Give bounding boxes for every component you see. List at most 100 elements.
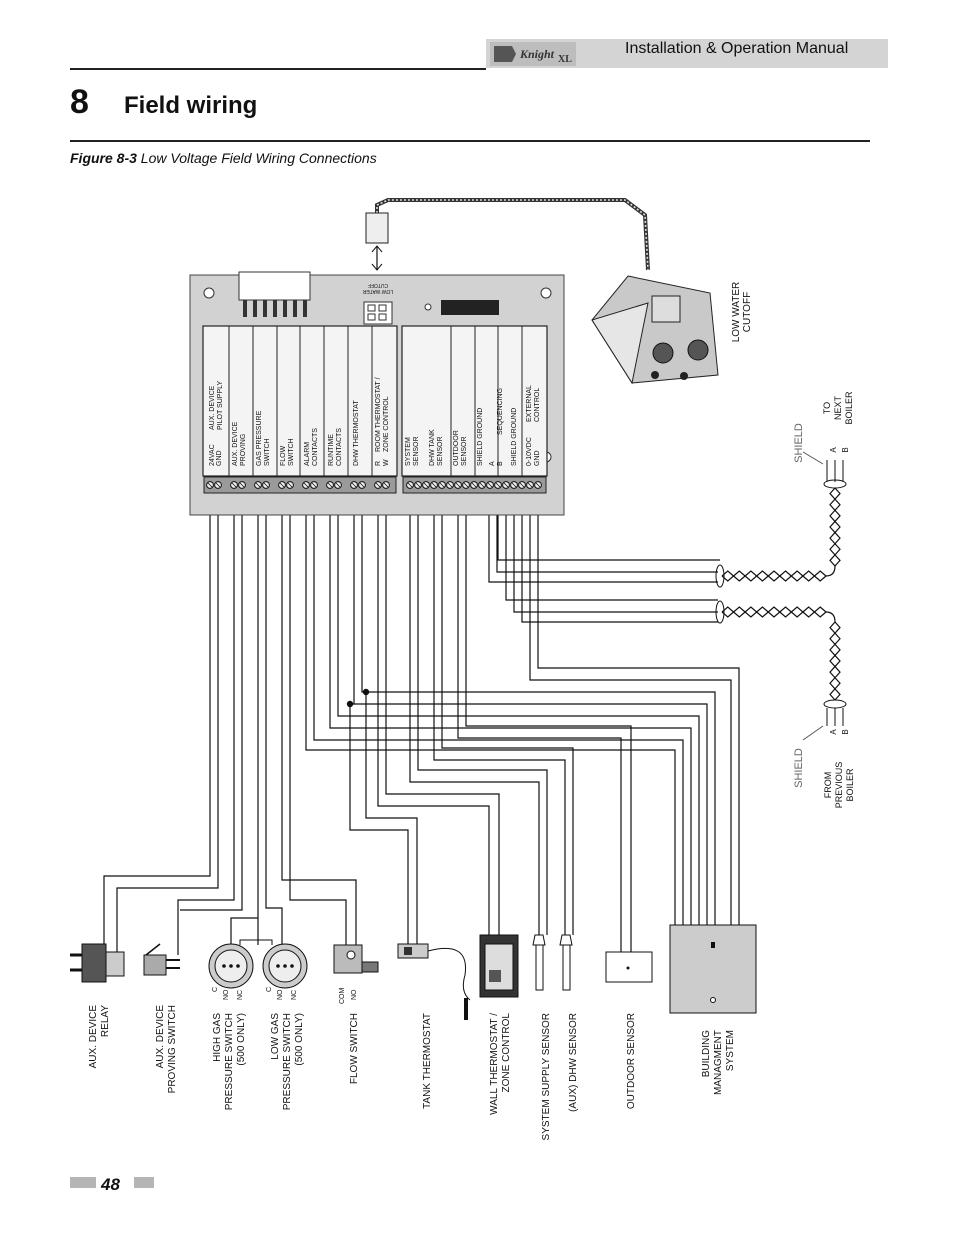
screw-slot xyxy=(535,482,541,488)
terminal-label: SHIELD GROUND xyxy=(511,408,518,466)
switch-contact xyxy=(229,964,233,968)
screw-slot xyxy=(383,482,389,488)
screw-slot xyxy=(303,482,309,488)
shield-leader xyxy=(802,725,824,741)
device-label-4: FLOW SWITCH xyxy=(349,1013,360,1084)
terminal-nc-label: NC xyxy=(237,990,244,1000)
screw-slot xyxy=(327,482,333,488)
outdoor-sensor-dot xyxy=(626,966,630,970)
wire xyxy=(313,491,684,925)
device-label-5: TANK THERMOSTAT xyxy=(422,1013,433,1109)
wire xyxy=(529,491,732,925)
lwco-label: CUTOFF xyxy=(742,292,753,332)
lwco-plug-end xyxy=(365,212,389,244)
lwco-label: LOW WATER xyxy=(731,282,742,343)
connector-pin xyxy=(253,300,257,317)
svg-text:XL: XL xyxy=(558,54,572,65)
terminal-label: OUTDOOR xyxy=(453,430,460,466)
terminal-label: RUNTIME xyxy=(328,434,335,466)
mount-hole xyxy=(540,287,552,299)
figure-caption: Figure 8-3 Low Voltage Field Wiring Conn… xyxy=(70,150,377,166)
wire xyxy=(417,491,548,935)
device-label-2: HIGH GAS xyxy=(212,1013,223,1062)
header-connector xyxy=(238,271,311,301)
screw-slot xyxy=(519,482,525,488)
section-rule xyxy=(70,140,870,142)
to-next-boiler-label: NEXT xyxy=(833,396,843,421)
sensor-probe xyxy=(535,944,544,991)
screw-slot xyxy=(359,482,365,488)
wire xyxy=(409,491,540,935)
device-label-9: OUTDOOR SENSOR xyxy=(626,1013,637,1109)
screw-slot xyxy=(455,482,461,488)
shield-sleeve xyxy=(715,600,725,624)
screw-slot xyxy=(215,482,221,488)
terminal-label: CONTACTS xyxy=(336,428,343,466)
terminal-label: W xyxy=(383,459,390,466)
lwco-connector-label: LOW WATER xyxy=(362,288,393,294)
wire xyxy=(116,491,219,955)
flow-switch-fitting xyxy=(361,961,379,973)
wire xyxy=(465,491,632,952)
wire xyxy=(385,491,500,935)
twist-strand xyxy=(721,606,827,618)
tank-thermostat-terminal xyxy=(404,947,412,955)
indicator xyxy=(424,303,432,311)
twist-strand xyxy=(721,570,827,582)
twist-strand xyxy=(829,487,841,567)
plug-pin xyxy=(367,304,376,312)
field-wires xyxy=(103,491,740,955)
wire xyxy=(505,491,718,601)
lwco-face xyxy=(591,302,649,385)
connector-pin xyxy=(263,300,267,317)
screw-slot xyxy=(471,482,477,488)
sensor-cap xyxy=(559,934,573,946)
screw-slot xyxy=(351,482,357,488)
wire xyxy=(289,491,347,945)
terminal-no-label: NO xyxy=(223,989,230,1000)
header-rule xyxy=(70,68,486,70)
connector-pin xyxy=(243,300,247,317)
device-label-2: (500 ONLY) xyxy=(236,1013,247,1066)
switch-contact xyxy=(290,964,294,968)
terminal-label: DHW TANK xyxy=(429,429,436,466)
terminal-label: ZONE CONTROL xyxy=(383,396,390,452)
wire xyxy=(353,491,708,925)
terminal-label: EXTERNAL xyxy=(526,385,533,422)
terminal-label: 0-10VDC xyxy=(526,437,533,466)
shield-leader xyxy=(802,451,824,465)
switch-contact xyxy=(276,964,280,968)
twist-bend xyxy=(825,565,836,577)
terminal-no-label: NO xyxy=(351,989,358,1000)
device-label-0: RELAY xyxy=(100,1005,111,1037)
wire xyxy=(537,491,740,925)
screw-slot xyxy=(415,482,421,488)
figure-label: Figure 8-3 xyxy=(70,150,137,166)
lwco-connector-label: CUTOFF xyxy=(368,282,388,288)
twist-strand xyxy=(829,621,841,701)
screw-slot xyxy=(375,482,381,488)
shield-label: SHIELD xyxy=(793,423,805,463)
page-number: 48 xyxy=(101,1175,120,1194)
device-label-3: LOW GAS xyxy=(270,1013,281,1060)
device-label-10: MANAGMENT xyxy=(713,1030,724,1095)
screw-slot xyxy=(311,482,317,488)
screw-strip-left xyxy=(203,476,397,494)
device-label-2: PRESSURE SWITCH xyxy=(224,1013,235,1110)
screw-slot xyxy=(407,482,413,488)
switch-lever xyxy=(145,943,161,956)
switch-contact xyxy=(283,964,287,968)
terminal-label: DHW THERMOSTAT xyxy=(353,400,360,466)
terminal-label: SWITCH xyxy=(264,438,271,466)
arrow-heads xyxy=(371,245,383,271)
footer-bar-left xyxy=(70,1177,96,1188)
terminal-label: ALARM xyxy=(304,442,311,466)
terminal-label: SENSOR xyxy=(437,436,444,466)
terminal-nc-label: NC xyxy=(291,990,298,1000)
screw-slot xyxy=(279,482,285,488)
screw-slot xyxy=(287,482,293,488)
terminal-label: A xyxy=(489,461,496,466)
section-title: Field wiring xyxy=(124,92,258,119)
